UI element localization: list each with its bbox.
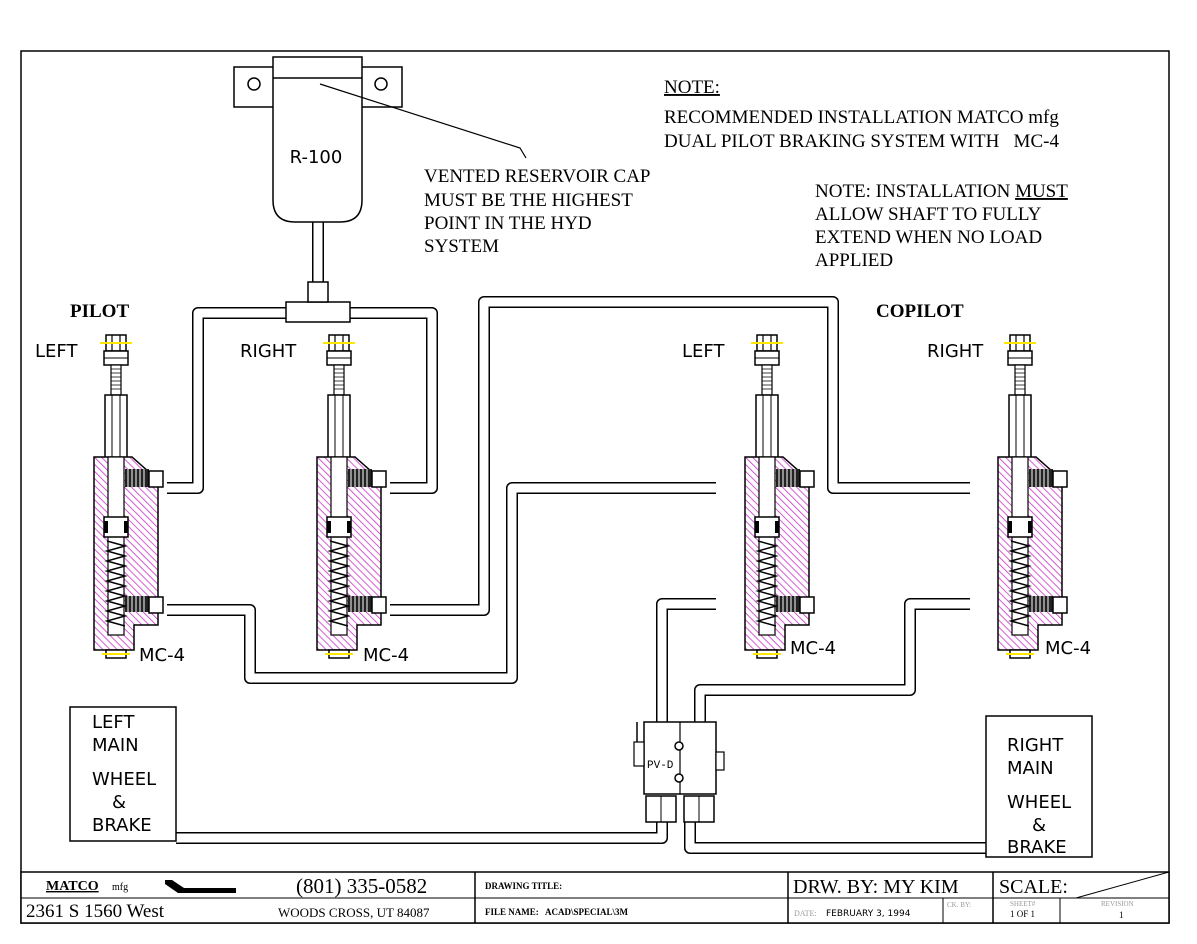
file-name: ACAD\SPECIAL\3M [545,907,629,917]
left-brake-line-2: MAIN [92,735,139,756]
left-brake-box [69,706,177,842]
mount-hole-icon [374,77,388,91]
cylinder-copilot-left [744,334,815,659]
left-brake-line-1: LEFT [92,712,135,733]
tee-fitting [285,301,351,323]
shaft-note-line-1: NOTE: INSTALLATION MUST [815,181,1068,202]
vent-note-line-2: MUST BE THE HIGHEST [424,190,633,211]
right-brake-line-2: MAIN [1007,758,1054,779]
parking-valve [633,721,725,823]
copilot-label: COPILOT [876,301,964,322]
shaft-note-emphasis: MUST [1015,181,1068,202]
copilot-left-model: MC-4 [790,638,836,659]
right-brake-line-3: WHEEL [1007,792,1071,813]
company-phone: (801) 335-0582 [296,874,427,898]
date-value: FEBRUARY 3, 1994 [826,909,911,919]
left-brake-line-3: WHEEL [92,769,156,790]
shaft-note-line-3: EXTEND WHEN NO LOAD [815,227,1042,248]
vent-note-line-1: VENTED RESERVOIR CAP [424,166,651,187]
airplane-logo-icon [165,880,236,893]
left-brake-line-4: & [112,792,126,813]
vent-note-line-4: SYSTEM [424,236,499,257]
hydraulic-lines [167,220,986,854]
right-brake-box [985,715,1093,858]
pilot-right-model: MC-4 [363,645,409,666]
leader-line [319,83,527,159]
scale-label: SCALE: [999,876,1068,898]
note-line-2: DUAL PILOT BRAKING SYSTEM WITH MC-4 [664,131,1059,152]
valve-label: PV-D [647,760,674,772]
right-brake-line-4: & [1032,815,1046,836]
company-suffix: mfg [112,882,128,893]
date-label: DATE: [794,909,817,918]
left-brake-line-5: BRAKE [92,815,152,836]
title-block [20,871,1170,924]
shaft-note-line-4: APPLIED [815,250,893,271]
shaft-note-prefix: NOTE: INSTALLATION [815,181,1015,202]
note-heading: NOTE: [664,77,720,98]
copilot-right-model: MC-4 [1045,638,1091,659]
checked-label: CK. BY: [947,901,971,909]
file-name-label: FILE NAME: [485,907,539,917]
cylinder-pilot-right [316,334,387,659]
revision-label: REVISION [1101,900,1134,908]
right-brake-line-5: BRAKE [1007,837,1067,858]
sheet-value: 1 OF 1 [1010,909,1035,919]
note-line-1: RECOMMENDED INSTALLATION MATCO mfg [664,107,1059,128]
copilot-left-label: LEFT [682,341,725,362]
company-address: 2361 S 1560 West [26,901,165,922]
reservoir-label: R-100 [290,147,343,168]
pilot-right-label: RIGHT [240,341,297,362]
vent-note-line-3: POINT IN THE HYD [424,213,592,234]
shaft-note-line-2: ALLOW SHAFT TO FULLY [815,204,1042,225]
pilot-left-model: MC-4 [139,645,185,666]
company-city: WOODS CROSS, UT 84087 [278,905,430,920]
cylinder-copilot-right [997,334,1068,659]
company-name: MATCO [46,879,99,894]
pilot-label: PILOT [70,301,129,322]
sheet-label: SHEET# [1010,900,1036,908]
drawing-title-label: DRAWING TITLE: [485,881,562,891]
drawn-by: DRW. BY: MY KIM [793,876,959,898]
cylinder-pilot-left [93,334,164,659]
reservoir-r100 [233,56,527,323]
mount-hole-icon [247,77,261,91]
right-brake-line-1: RIGHT [1007,735,1064,756]
revision-value: 1 [1119,910,1124,920]
pilot-left-label: LEFT [35,341,78,362]
copilot-right-label: RIGHT [927,341,984,362]
